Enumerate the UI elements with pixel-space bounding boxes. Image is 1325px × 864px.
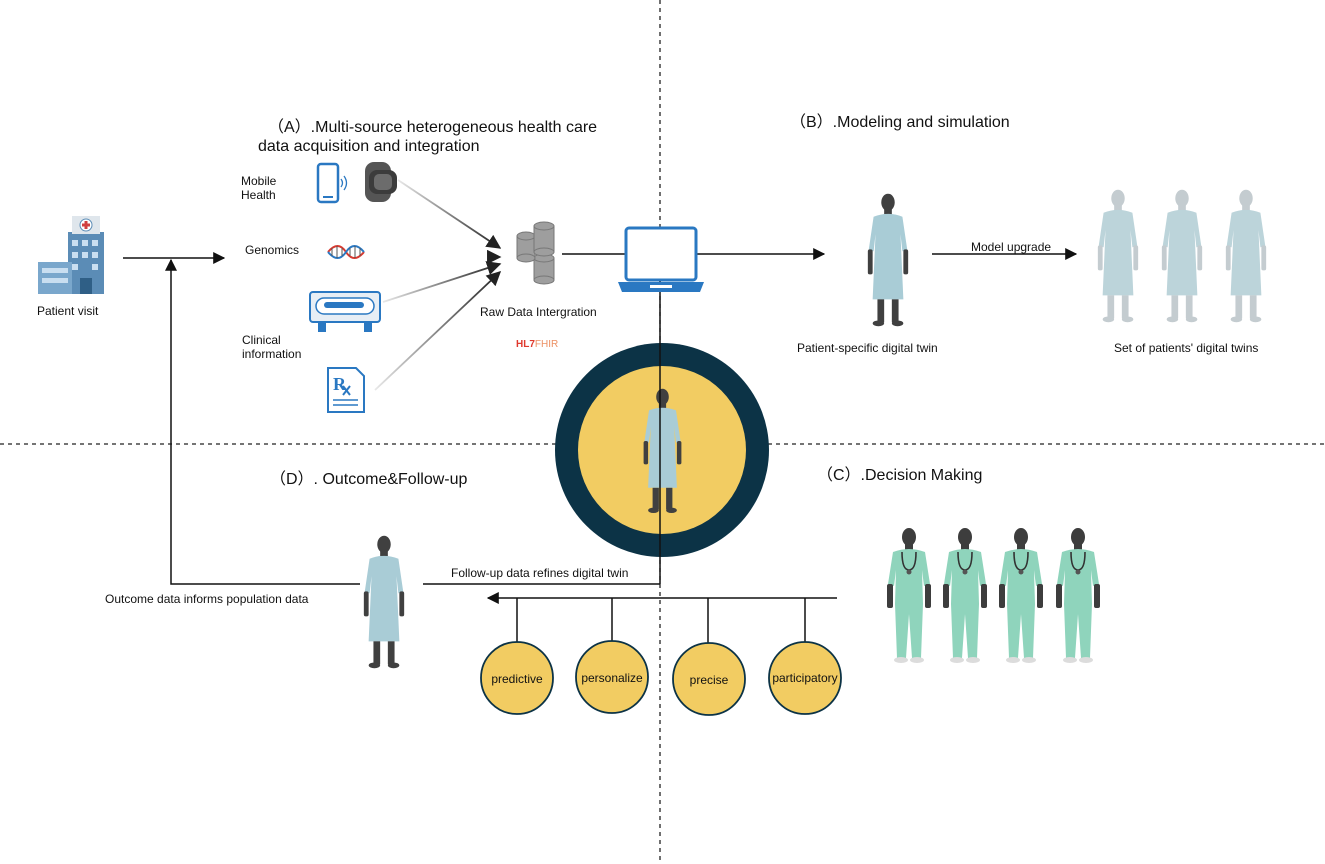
p4-personalize-label: personalize bbox=[581, 671, 643, 685]
model-upgrade-label: Model upgrade bbox=[971, 240, 1052, 254]
section-d-title: （D）. Outcome&Follow-up bbox=[270, 471, 468, 488]
section-a-title-line2: data acquisition and integration bbox=[258, 138, 480, 155]
dna-icon bbox=[327, 245, 365, 259]
outcome-label: Outcome data informs population data bbox=[105, 592, 309, 606]
twin-set-icon-3 bbox=[1225, 189, 1267, 323]
prescription-icon: R bbox=[327, 367, 365, 413]
doctor-icon-2 bbox=[942, 527, 988, 664]
database-icon bbox=[516, 221, 555, 285]
doctor-icon-4 bbox=[1055, 527, 1101, 664]
source-arrows bbox=[372, 179, 502, 391]
mobile-health-label-1: Mobile bbox=[241, 174, 277, 188]
section-a-title-line1: （A）.Multi-source heterogeneous health ca… bbox=[268, 119, 598, 136]
smartphone-icon bbox=[316, 162, 348, 204]
set-of-twins-label: Set of patients' digital twins bbox=[1114, 341, 1259, 355]
outcome-feedback-arrow bbox=[165, 258, 360, 585]
mri-scanner-icon bbox=[309, 291, 381, 332]
patient-visit-label: Patient visit bbox=[37, 304, 99, 318]
twin-set-icon-1 bbox=[1097, 189, 1139, 323]
p4-participatory-label: participatory bbox=[772, 671, 838, 685]
smartwatch-icon bbox=[365, 162, 397, 202]
svg-text:R: R bbox=[333, 374, 347, 394]
raw-data-integration-label: Raw Data Intergration bbox=[480, 305, 597, 319]
connectors bbox=[123, 248, 1078, 644]
section-c-title: （C）.Decision Making bbox=[817, 467, 983, 484]
p4-predictive-label: predictive bbox=[491, 672, 543, 686]
doctor-icon-1 bbox=[886, 527, 932, 664]
twin-set-icon-2 bbox=[1161, 189, 1203, 323]
hl7-fhir-logo: HL7FHIR bbox=[516, 339, 559, 350]
patient-specific-twin-icon bbox=[867, 193, 909, 327]
outcome-patient-icon bbox=[363, 535, 405, 669]
patient-specific-twin-label: Patient-specific digital twin bbox=[797, 341, 938, 355]
central-digital-twin-emblem bbox=[555, 343, 769, 557]
hospital-icon bbox=[38, 216, 104, 294]
doctor-icon-3 bbox=[998, 527, 1044, 664]
mobile-health-label-2: Health bbox=[241, 188, 276, 202]
laptop-icon bbox=[618, 226, 704, 292]
followup-label: Follow-up data refines digital twin bbox=[451, 566, 629, 580]
p4-circles bbox=[480, 640, 842, 716]
clinical-info-label-2: information bbox=[242, 347, 302, 361]
clinical-info-label-1: Clinical bbox=[242, 333, 281, 347]
section-b-title: （B）.Modeling and simulation bbox=[790, 114, 1010, 131]
p4-precise-label: precise bbox=[689, 673, 729, 687]
genomics-label: Genomics bbox=[245, 243, 300, 257]
